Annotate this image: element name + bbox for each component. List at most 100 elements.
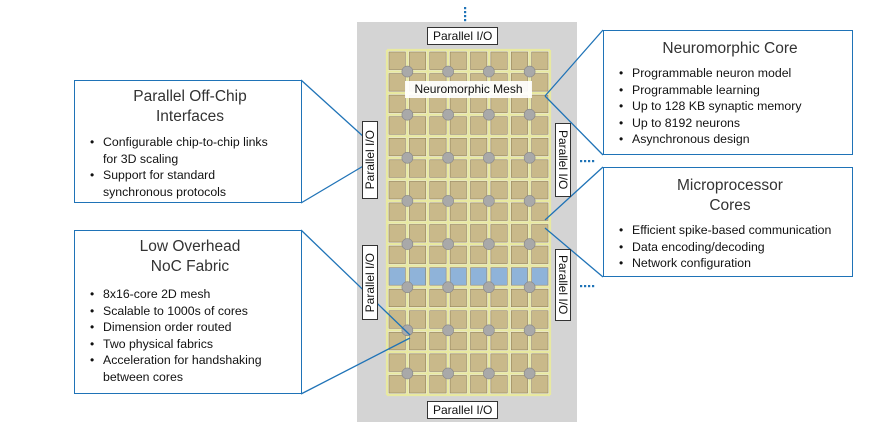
neuromorphic-core-tile — [409, 375, 426, 394]
continuation-dot — [584, 285, 587, 288]
continuation-dots — [464, 7, 595, 288]
neuromorphic-core-tile — [511, 224, 528, 243]
neuromorphic-core-tile — [511, 159, 528, 178]
neuromorphic-core-tile — [429, 332, 447, 351]
leader-line — [300, 337, 411, 395]
neuromorphic-core-tile — [490, 202, 508, 221]
bullet: Efficient spike-based communication — [619, 222, 842, 239]
router-node — [523, 238, 536, 250]
bullet: Programmable neuron model — [619, 65, 842, 82]
neuromorphic-core-tile — [429, 224, 447, 243]
router-node — [523, 65, 536, 78]
neuromorphic-core-tile — [409, 224, 426, 243]
neuromorphic-core-tile — [511, 116, 528, 135]
callout-bullets: Programmable neuron model Programmable l… — [618, 65, 842, 148]
leader-line — [300, 164, 366, 204]
neuromorphic-core-tile — [449, 138, 467, 157]
router-node — [401, 324, 414, 337]
neuromorphic-core-tile — [429, 245, 447, 264]
continuation-dot — [592, 285, 595, 288]
neuromorphic-core-tile — [531, 116, 549, 135]
neuromorphic-core-tile — [449, 332, 467, 351]
router-node — [483, 281, 495, 293]
continuation-dot — [464, 19, 467, 22]
bullet: 8x16-core 2D mesh — [90, 286, 291, 303]
neuromorphic-core-tile — [388, 202, 406, 221]
neuromorphic-core-tile — [470, 116, 488, 135]
neuromorphic-core-tile — [470, 202, 488, 221]
microprocessor-core — [470, 267, 488, 286]
neuromorphic-core-tile — [409, 332, 426, 351]
continuation-dot — [588, 285, 591, 288]
neuromorphic-core-tile — [531, 181, 549, 200]
router-node — [483, 195, 495, 207]
microprocessor-core — [409, 267, 426, 286]
neuromorphic-core-tile — [531, 375, 549, 394]
router-node — [483, 108, 495, 121]
neuromorphic-core-tile — [470, 159, 488, 178]
router-node — [523, 367, 536, 380]
bullet: Asynchronous design — [619, 131, 842, 148]
neuromorphic-core-tile — [449, 159, 467, 178]
neuromorphic-core-tile — [531, 332, 549, 351]
neuromorphic-core-tile — [388, 73, 406, 92]
neuromorphic-core-tile — [449, 202, 467, 221]
bullet: Scalable to 1000s of cores — [90, 303, 291, 320]
neuromorphic-core-tile — [511, 288, 528, 307]
router-node — [523, 108, 536, 121]
neuromorphic-core-tile — [388, 224, 406, 243]
neuromorphic-core-tile — [490, 116, 508, 135]
neuromorphic-core-tile — [388, 51, 406, 70]
leader-line — [544, 166, 604, 221]
neuromorphic-core-tile — [470, 181, 488, 200]
continuation-dot — [592, 160, 595, 163]
neuromorphic-core-tile — [511, 375, 528, 394]
parallel-io-right-upper: Parallel I/O — [555, 123, 571, 197]
neuromorphic-core-tile — [429, 288, 447, 307]
neuromorphic-core-tile — [531, 353, 549, 372]
leader-line — [300, 79, 366, 139]
microprocessor-core — [388, 267, 406, 286]
parallel-io-bottom: Parallel I/O — [427, 401, 499, 419]
router-node — [483, 152, 495, 164]
continuation-dot — [580, 160, 583, 163]
neuromorphic-core-tile — [511, 245, 528, 264]
neuromorphic-core-tile — [470, 138, 488, 157]
neuromorphic-core-tile — [490, 181, 508, 200]
microprocessor-core — [449, 267, 467, 286]
neuromorphic-core-tile — [429, 138, 447, 157]
neuromorphic-core-tile — [511, 181, 528, 200]
parallel-io-left-upper: Parallel I/O — [362, 121, 378, 199]
neuromorphic-core-tile — [531, 51, 549, 70]
neuromorphic-core-tile — [449, 288, 467, 307]
router-node — [442, 108, 454, 121]
neuromorphic-core-tile — [388, 159, 406, 178]
neuromorphic-core-tile — [511, 310, 528, 329]
router-node — [523, 195, 536, 207]
callout-noc-fabric: Low Overhead NoC Fabric 8x16-core 2D mes… — [74, 230, 302, 394]
neuromorphic-core-tile — [388, 310, 406, 329]
neuromorphic-core-tile — [470, 332, 488, 351]
parallel-io-left-lower: Parallel I/O — [362, 245, 378, 320]
router-node — [523, 281, 536, 293]
continuation-dot — [464, 7, 467, 10]
neuromorphic-core-tile — [490, 288, 508, 307]
neuromorphic-core-tile — [490, 353, 508, 372]
neuromorphic-core-tile — [429, 181, 447, 200]
neuromorphic-core-tile — [409, 288, 426, 307]
neuromorphic-core-tile — [409, 310, 426, 329]
neuromorphic-core-tile — [511, 202, 528, 221]
neuromorphic-core-tile — [531, 94, 549, 113]
microprocessor-core — [511, 267, 528, 286]
router-node — [401, 238, 414, 250]
neuromorphic-core-tile — [388, 116, 406, 135]
router-node — [401, 367, 414, 380]
leader-line — [544, 227, 604, 278]
neuromorphic-core-tile — [470, 245, 488, 264]
neuromorphic-core-tile — [490, 310, 508, 329]
neuromorphic-core-tile — [429, 159, 447, 178]
bullet: Data encoding/decoding — [619, 239, 842, 256]
neuromorphic-core-tile — [449, 224, 467, 243]
